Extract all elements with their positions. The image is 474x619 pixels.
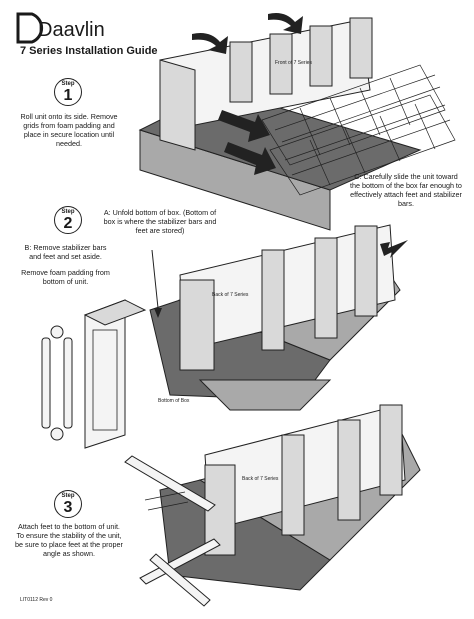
label-back-of-unit-1: Back of 7 Series: [212, 292, 249, 298]
step3-instructions: Attach feet to the bottom of unit. To en…: [15, 522, 123, 558]
logo-text: Daavlin: [38, 19, 105, 41]
logo-mark: Daavlin: [16, 12, 105, 44]
document-id: LIT0112 Rev 0: [20, 597, 53, 603]
step2-circle: [54, 206, 82, 234]
step1-scene: Front of 7 Series: [138, 13, 456, 231]
step1-badge: Step 1: [54, 78, 82, 106]
step2-scene: Back of 7 Series Bottom of Box: [41, 224, 408, 449]
step1-instructions: Roll unit onto its side. Remove grids fr…: [20, 112, 118, 148]
step2-note-b2: Remove foam padding from bottom of unit.: [21, 268, 110, 286]
step3-circle: [54, 490, 82, 518]
step2-note-a: A: Unfold bottom of box. (Bottom of box …: [103, 208, 217, 235]
step3-badge: Step 3: [54, 490, 82, 518]
step2-note-b: B: Remove stabilizer bars and feet and s…: [24, 243, 107, 261]
label-back-of-unit-2: Back of 7 Series: [242, 476, 279, 482]
label-front-of-unit: Front of 7 Series: [275, 60, 312, 66]
step3-scene: Back of 7 Series: [124, 404, 421, 607]
page-title: 7 Series Installation Guide: [20, 45, 158, 57]
logo: Daavlin: [14, 10, 154, 44]
step2-badge: Step 2: [54, 206, 82, 234]
step1-circle: [54, 78, 82, 106]
label-bottom-of-box: Bottom of Box: [158, 398, 190, 404]
step2-note-c: C: Carefully slide the unit toward the b…: [350, 172, 462, 208]
